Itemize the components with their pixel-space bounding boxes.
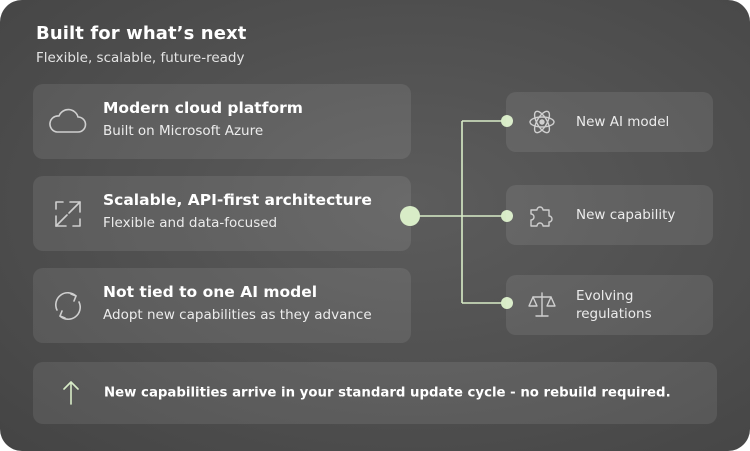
feature-description: Built on Microsoft Azure <box>103 123 264 139</box>
footer-banner: New capabilities arrive in your standard… <box>33 362 717 424</box>
feature-card-architecture: Scalable, API-first architecture Flexibl… <box>33 176 411 251</box>
feature-title: Not tied to one AI model <box>103 283 318 301</box>
connector-node-regulations <box>501 297 513 309</box>
puzzle-icon <box>526 199 558 231</box>
atom-icon <box>526 106 558 138</box>
balance-scale-icon <box>526 289 558 321</box>
arrow-up-icon <box>63 381 79 405</box>
scale-arrows-icon <box>45 191 91 237</box>
outcome-label: Evolving regulations <box>576 288 652 322</box>
connector-node-capability <box>501 210 513 222</box>
feature-description: Flexible and data-focused <box>103 215 278 231</box>
footer-text: New capabilities arrive in your standard… <box>104 385 671 401</box>
outcome-card-capability: New capability <box>506 185 713 245</box>
connector-hub-node <box>400 206 420 226</box>
page-title: Built for what’s next <box>36 23 247 44</box>
outcome-card-regulations: Evolving regulations <box>506 275 713 335</box>
page-subtitle: Flexible, scalable, future-ready <box>36 50 245 66</box>
refresh-cycle-icon <box>45 283 91 329</box>
outcome-card-ai-model: New AI model <box>506 92 713 152</box>
feature-description: Adopt new capabilities as they advance <box>103 307 372 323</box>
feature-title: Modern cloud platform <box>103 99 303 117</box>
feature-card-ai-model: Not tied to one AI model Adopt new capab… <box>33 268 411 343</box>
feature-card-cloud: Modern cloud platform Built on Microsoft… <box>33 84 411 159</box>
feature-title: Scalable, API-first architecture <box>103 191 372 209</box>
connector-node-ai-model <box>501 115 513 127</box>
outcome-label: New AI model <box>576 114 670 130</box>
outcome-label: New capability <box>576 207 676 223</box>
cloud-icon <box>45 99 91 145</box>
